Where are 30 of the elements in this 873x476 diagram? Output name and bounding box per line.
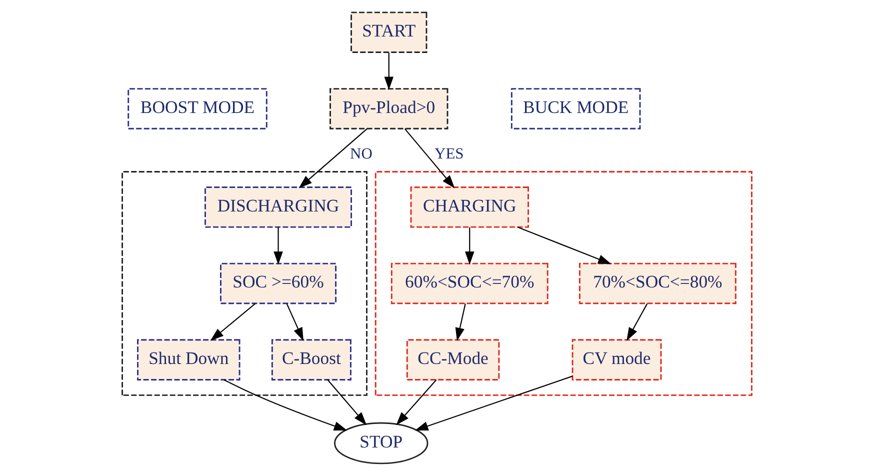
- arrow: [298, 128, 367, 188]
- arrow: [210, 303, 256, 341]
- node-box: C-Boost: [270, 339, 351, 380]
- node-box: Ppv-Pload>0: [329, 88, 448, 130]
- node-box: CV mode: [571, 339, 662, 380]
- node-box: CHARGING: [410, 186, 528, 228]
- cluster: [374, 171, 752, 396]
- arrow: [404, 128, 454, 188]
- arrow: [464, 227, 474, 265]
- arrow: [414, 376, 572, 431]
- arrow: [516, 226, 611, 264]
- edge-label: YES: [434, 146, 464, 163]
- arrow: [384, 52, 394, 90]
- arrow: [626, 303, 648, 341]
- cluster: [121, 171, 367, 396]
- node-box: DISCHARGING: [204, 186, 352, 228]
- arrow: [273, 227, 282, 265]
- arrow: [286, 303, 303, 341]
- node-box: BUCK MODE: [510, 88, 640, 130]
- node-box: CC-Mode: [406, 339, 500, 380]
- node-box: 60%<SOC<=70%: [390, 262, 548, 304]
- arrow: [396, 379, 436, 426]
- node-box: START: [350, 12, 427, 53]
- edge-label: NO: [350, 146, 372, 163]
- node-box: SOC >=60%: [220, 262, 336, 304]
- arrow: [326, 379, 366, 426]
- node-box: BOOST MODE: [127, 88, 267, 130]
- node-box: 70%<SOC<=80%: [578, 262, 736, 304]
- node-box: Shut Down: [136, 339, 240, 380]
- arrow: [454, 304, 466, 342]
